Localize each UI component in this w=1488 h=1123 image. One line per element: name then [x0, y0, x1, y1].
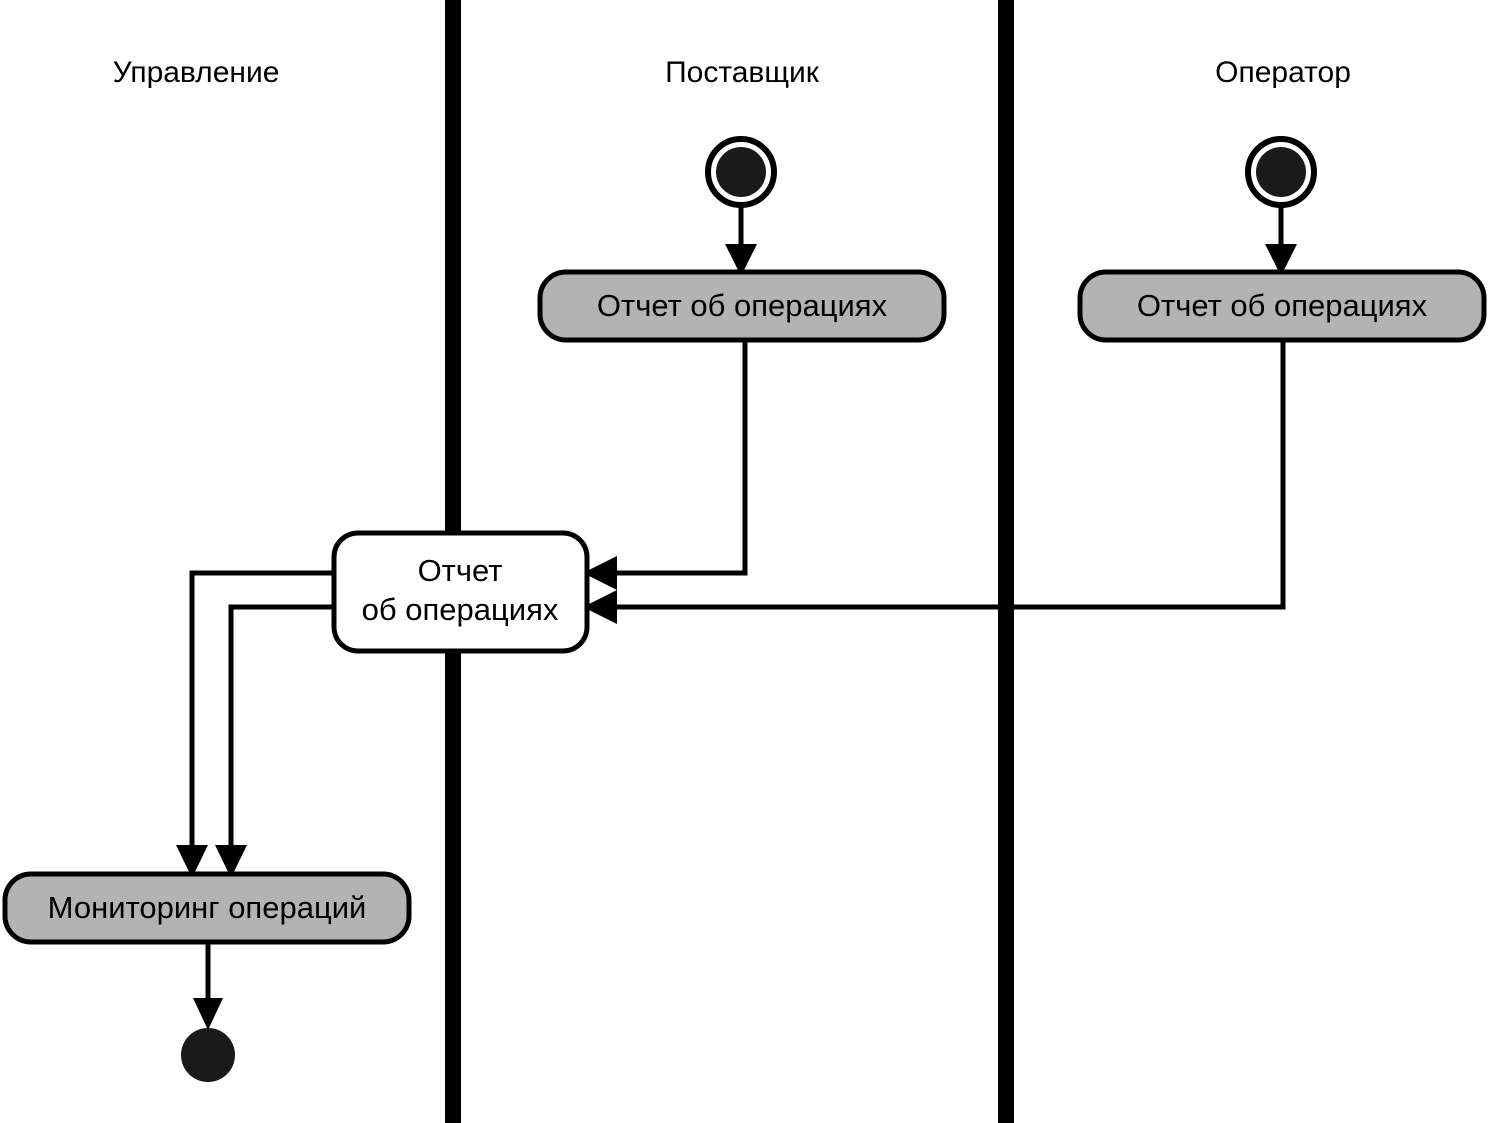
object-node-label-line1: Отчет [418, 553, 503, 588]
action-node-shape [1077, 269, 1487, 343]
arrowhead-down [725, 244, 757, 276]
action-node-otchet-postavshchik[interactable]: Отчет об операциях [537, 269, 947, 343]
final-node-fill [181, 1028, 235, 1082]
arrowhead-down [193, 998, 223, 1030]
initial-node-fill [1256, 147, 1306, 197]
flow-postavshchik-to-object [583, 340, 748, 590]
arrowhead-left [583, 590, 617, 624]
action-node-shape [2, 871, 412, 945]
arrowhead-down [176, 845, 208, 878]
swimlane-labels: Управление Поставщик Оператор [113, 56, 1351, 89]
flow-initial-operator-to-action [1265, 205, 1297, 276]
arrowhead-left [583, 556, 617, 590]
arrowhead-down [1265, 244, 1297, 276]
object-node-label-line2: об операциях [362, 592, 559, 627]
flow-object-to-monitoring-upper [176, 570, 336, 878]
swimlane-label-postavshchik: Поставщик [665, 56, 820, 89]
initial-node-fill [716, 147, 766, 197]
object-node-otchet[interactable]: Отчет об операциях [331, 530, 590, 654]
initial-node-postavshchik[interactable] [705, 136, 777, 208]
action-node-label: Отчет об операциях [1137, 288, 1428, 323]
action-node-label: Мониторинг операций [48, 890, 367, 925]
flow-object-to-monitoring-lower [215, 604, 336, 878]
initial-node-operator[interactable] [1245, 136, 1317, 208]
flow-initial-postavshchik-to-action [725, 205, 757, 276]
arrowhead-down [215, 845, 247, 878]
control-flows [176, 205, 1297, 1030]
final-node-upravlenie[interactable] [181, 1028, 235, 1082]
flow-monitoring-to-final [193, 942, 223, 1030]
flow-operator-to-object [583, 340, 1286, 624]
swimlane-label-upravlenie: Управление [113, 56, 280, 89]
action-node-monitoring[interactable]: Мониторинг операций [2, 871, 412, 945]
action-node-shape [537, 269, 947, 343]
object-node-shape [331, 530, 590, 654]
action-node-otchet-operator[interactable]: Отчет об операциях [1077, 269, 1487, 343]
swimlane-label-operator: Оператор [1215, 56, 1351, 89]
action-node-label: Отчет об операциях [597, 288, 888, 323]
